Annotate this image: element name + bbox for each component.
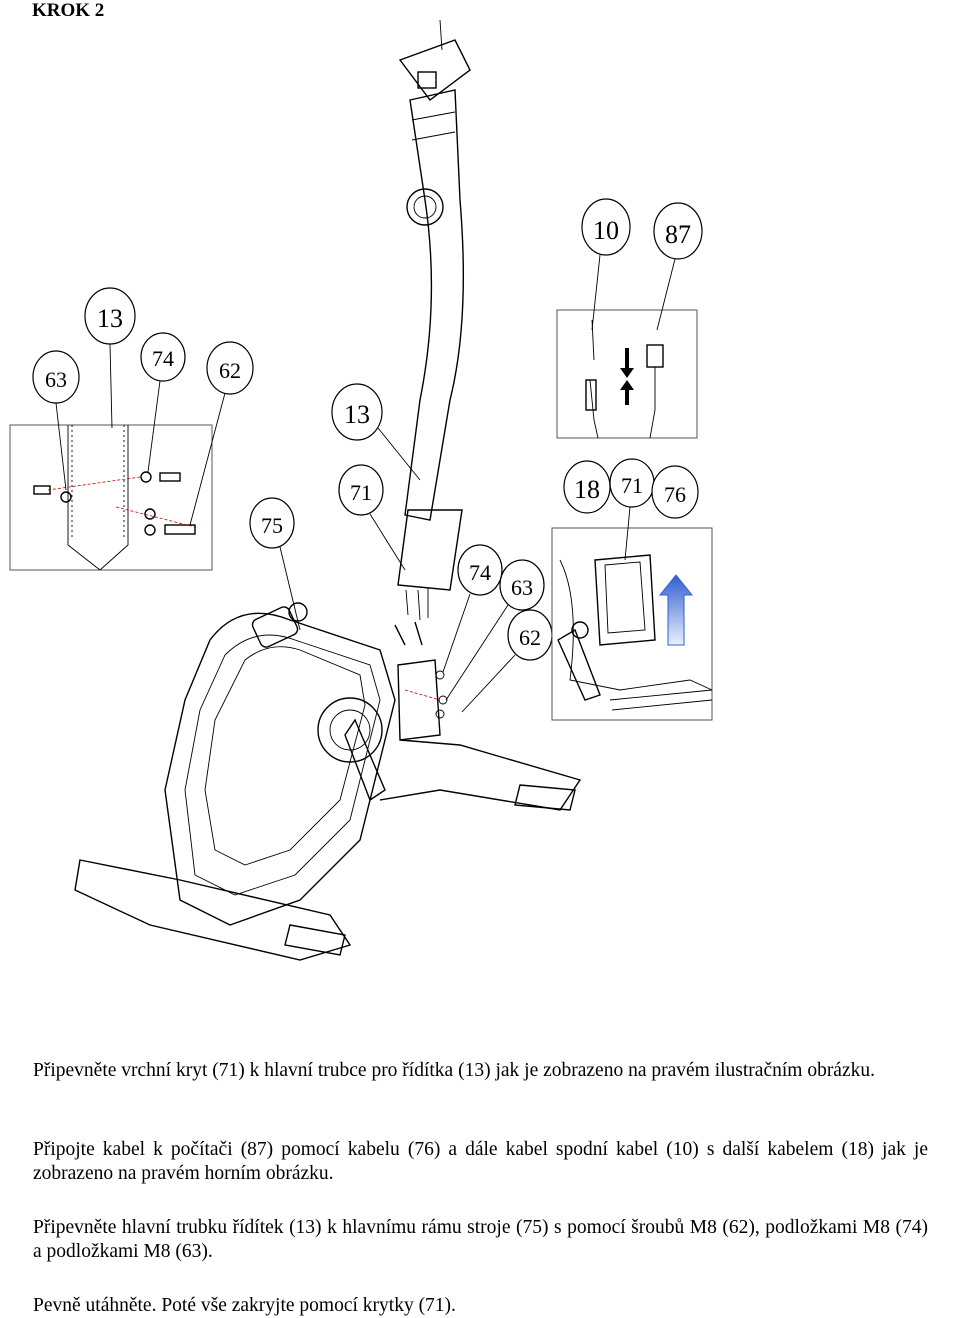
callouts-right-top: 10 87	[581, 198, 703, 331]
callouts-right-mid: 18 71 76	[563, 458, 699, 561]
callout-74-left: 74	[152, 346, 174, 371]
bike-main-frame	[74, 602, 582, 961]
instruction-paragraph-2: Připojte kabel k počítači (87) pomocí ka…	[33, 1139, 928, 1184]
callout-76: 76	[664, 482, 686, 507]
step-heading: KROK 2	[32, 0, 105, 21]
callout-13-left: 13	[97, 304, 123, 333]
left-detail-box	[9, 424, 213, 571]
right-mid-detail-box	[551, 527, 713, 721]
callout-62-main: 62	[519, 625, 541, 650]
callout-74-main: 74	[469, 560, 491, 585]
callout-63-main: 63	[511, 575, 533, 600]
callout-75-main: 75	[261, 513, 283, 538]
callout-71-right: 71	[621, 473, 643, 498]
assembly-illustration: 63 13 74 62	[9, 19, 713, 961]
callout-10: 10	[593, 216, 619, 245]
right-top-detail-box	[556, 309, 698, 439]
callout-87: 87	[665, 220, 691, 249]
callouts-left: 63 13 74 62	[32, 287, 254, 526]
handlebar-post	[394, 19, 471, 646]
callout-13-main: 13	[344, 400, 370, 429]
instruction-paragraph-1: Připevněte vrchní kryt (71) k hlavní tru…	[33, 1060, 875, 1081]
instruction-paragraph-3: Připevněte hlavní trubku řídítek (13) k …	[33, 1217, 928, 1262]
callout-18: 18	[574, 475, 600, 504]
instruction-paragraph-4: Pevně utáhněte. Poté vše zakryjte pomocí…	[33, 1295, 456, 1316]
callout-71-main: 71	[350, 480, 372, 505]
callout-62-left: 62	[219, 358, 241, 383]
callouts-main: 13 75 71 74 63 62	[249, 383, 553, 713]
callout-63-left: 63	[45, 367, 67, 392]
